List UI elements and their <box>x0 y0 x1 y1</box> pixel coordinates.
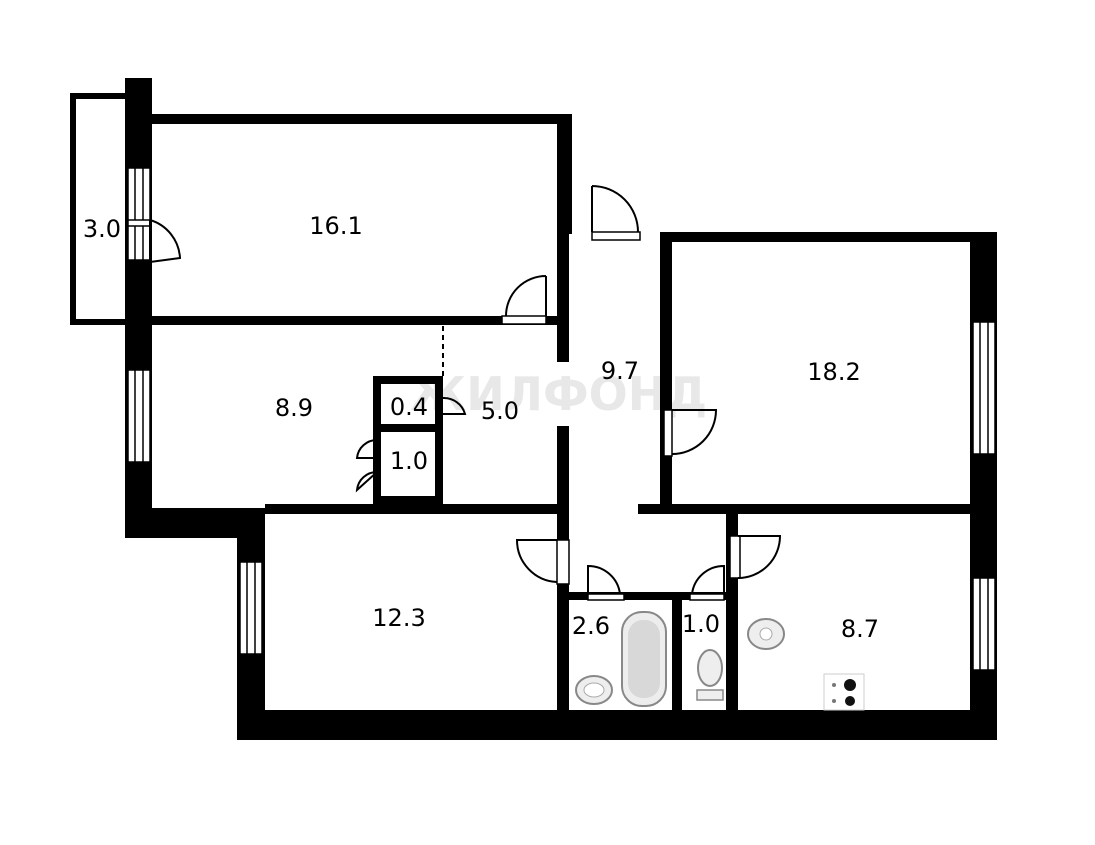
area-bedroom-top: 16.1 <box>309 212 362 240</box>
area-closet: 1.0 <box>390 447 428 475</box>
door-living-room <box>663 409 718 457</box>
door-kitchen <box>729 535 782 579</box>
kitchen-sink-icon <box>747 618 785 650</box>
window-bedroom-bottom <box>239 561 263 655</box>
outer-walls <box>125 78 997 740</box>
bathtub-icon <box>621 611 667 707</box>
door-balcony <box>127 219 182 263</box>
area-living-room: 18.2 <box>807 358 860 386</box>
area-kitchen: 8.7 <box>841 615 879 643</box>
interior-walls <box>140 232 973 714</box>
window-room-left <box>127 369 151 463</box>
area-toilet: 1.0 <box>682 610 720 638</box>
area-balcony: 3.0 <box>83 215 121 243</box>
doors <box>127 185 782 601</box>
sink-icon <box>575 675 613 705</box>
windows <box>127 167 996 671</box>
door-bedroom-top <box>501 275 547 325</box>
door-toilet <box>689 564 725 601</box>
area-bathroom: 2.6 <box>572 612 610 640</box>
toilet-icon <box>696 649 724 701</box>
door-bedroom-bottom <box>515 539 570 585</box>
window-living-room <box>972 321 996 455</box>
area-hall-small: 5.0 <box>481 397 519 425</box>
window-kitchen <box>972 577 996 671</box>
stove-icon <box>823 673 865 711</box>
area-closet-small: 0.4 <box>390 393 428 421</box>
area-labels: 3.0 16.1 8.9 0.4 1.0 5.0 9.7 18.2 12.3 2… <box>83 212 879 643</box>
door-small-closet <box>442 396 467 415</box>
door-closet <box>355 438 378 493</box>
balcony-outline <box>70 93 131 325</box>
area-room-left: 8.9 <box>275 394 313 422</box>
area-corridor: 9.7 <box>601 357 639 385</box>
door-bathroom <box>587 564 625 601</box>
window-bedroom-top <box>127 167 151 261</box>
area-bedroom-bottom: 12.3 <box>372 604 425 632</box>
door-entrance <box>591 185 641 241</box>
watermark: ЖИЛФОНД <box>410 367 707 421</box>
